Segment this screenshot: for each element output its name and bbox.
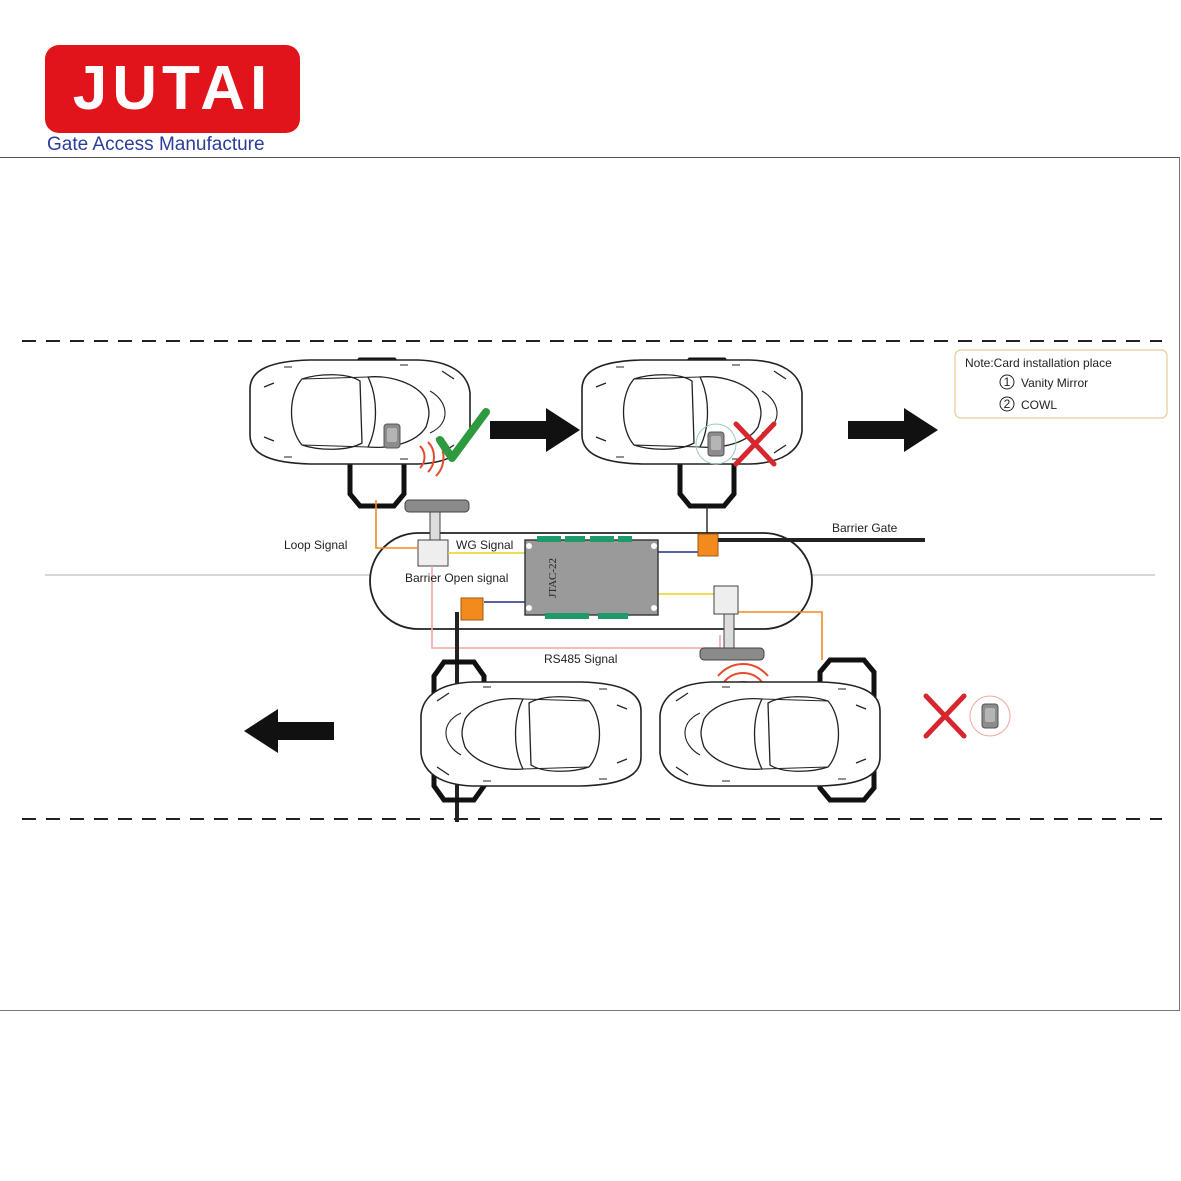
controller-model: JTAC-22 [547,558,559,598]
barrier-open-signal-label: Barrier Open signal [405,571,508,585]
rs485-signal-label: RS485 Signal [544,652,617,666]
brand-tagline: Gate Access Manufacture [47,134,265,155]
loop-signal-wire [375,500,418,549]
note-title: Note:Card installation place [965,356,1112,370]
diagram-panel [0,157,1180,1011]
exit-vehicle-at-reader [420,681,642,787]
brand-logo: JUTAI [45,45,300,133]
cross-icon [926,696,964,736]
wg-signal-label: WG Signal [456,538,513,552]
card-range-circle [695,423,737,465]
barrier-gate-label: Barrier Gate [832,521,898,535]
exit-vehicle-next [659,681,881,787]
note-item-text: Vanity Mirror [1021,376,1088,390]
direction-arrow-right-icon [490,408,580,452]
card-range-circle [969,695,1011,737]
direction-arrow-left-icon [244,709,334,753]
loop-signal-wire-exit [738,611,823,660]
exit-barrier-motor [460,597,484,621]
note-item-number: 1 [1004,375,1011,389]
loop-signal-label: Loop Signal [284,538,347,552]
card-reader-icon [383,423,401,449]
note-item-number: 2 [1004,397,1011,411]
entry-vehicle-next [581,359,803,465]
access-controller-board: JTAC-22 [524,536,659,619]
note-box: Note:Card installation place 1 Vanity Mi… [954,349,1168,419]
rs485-wire [431,566,721,649]
exit-reader-mount [699,585,765,661]
card-reader-icon [981,703,999,729]
barrier-gate-motor [697,533,719,557]
note-item-text: COWL [1021,398,1057,412]
card-reader-icon [707,431,725,457]
brand-name: JUTAI [72,54,273,123]
entry-reader-mount [404,499,470,567]
direction-arrow-right-icon [848,408,938,452]
entry-vehicle-at-reader [249,359,471,465]
